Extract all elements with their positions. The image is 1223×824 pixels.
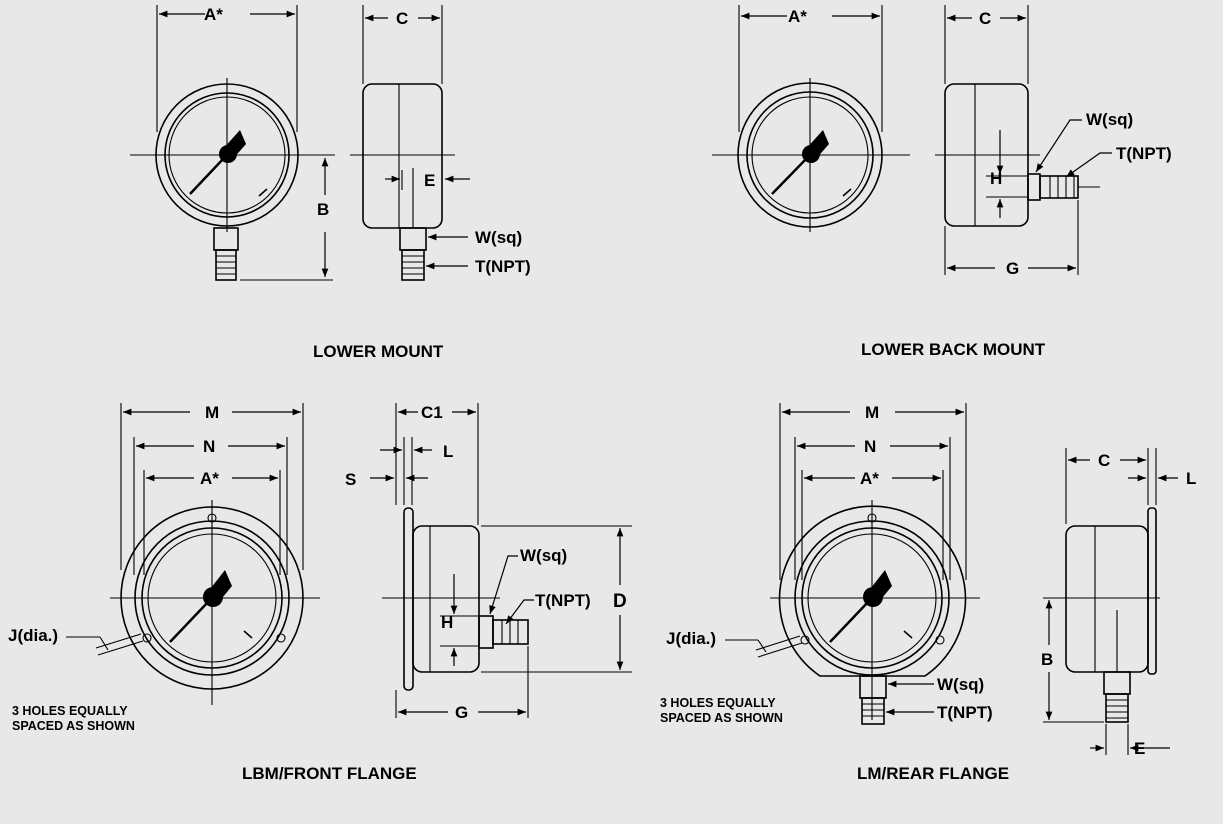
label-n-2: N [864,437,876,456]
label-m-2: M [865,403,879,422]
label-a-3: A* [200,469,219,488]
label-w-3: W(sq) [520,546,567,565]
label-b-2: B [1041,650,1053,669]
lm-rear-flange-side-view [1043,448,1178,755]
note-holes-line2-2: SPACED AS SHOWN [660,711,783,725]
label-c-3: C [1098,451,1110,470]
label-t-2: T(NPT) [1116,144,1172,163]
label-c-2: C [979,9,991,28]
label-t-3: T(NPT) [535,591,591,610]
label-l-2: L [1186,469,1196,488]
title-lower-mount: LOWER MOUNT [313,342,444,361]
lm-rear-flange-front-view [725,403,980,725]
note-holes-line1: 3 HOLES EQUALLY [12,704,128,718]
label-t: T(NPT) [475,257,531,276]
lbm-front-flange-front-view [66,403,320,705]
label-w-2: W(sq) [1086,110,1133,129]
label-s: S [345,470,356,489]
label-m: M [205,403,219,422]
title-lower-back-mount: LOWER BACK MOUNT [861,340,1046,359]
lower-back-mount-front-view [712,5,910,232]
label-j: J(dia.) [8,626,58,645]
label-e-2: E [1134,739,1145,758]
lower-mount-front-view [130,5,335,281]
label-c: C [396,9,408,28]
label-g: G [1006,259,1019,278]
label-a-4: A* [860,469,879,488]
note-holes-line2: SPACED AS SHOWN [12,719,135,733]
lower-back-mount-side-view [935,5,1112,275]
label-w-4: W(sq) [937,675,984,694]
label-n: N [203,437,215,456]
label-g-2: G [455,703,468,722]
label-a-2: A* [788,7,807,26]
title-lbm-front-flange: LBM/FRONT FLANGE [242,764,417,783]
note-holes-line1-2: 3 HOLES EQUALLY [660,696,776,710]
label-l: L [443,442,453,461]
label-d: D [613,591,627,612]
label-t-4: T(NPT) [937,703,993,722]
label-h-2: H [441,613,453,632]
lbm-front-flange-side-view [370,403,632,718]
label-h: H [990,169,1002,188]
label-w: W(sq) [475,228,522,247]
label-a: A* [204,5,223,24]
label-e: E [424,171,435,190]
label-b: B [317,200,329,219]
label-j-2: J(dia.) [666,629,716,648]
label-c1: C1 [421,403,443,422]
title-lm-rear-flange: LM/REAR FLANGE [857,764,1009,783]
lower-mount-side-view [350,5,470,281]
